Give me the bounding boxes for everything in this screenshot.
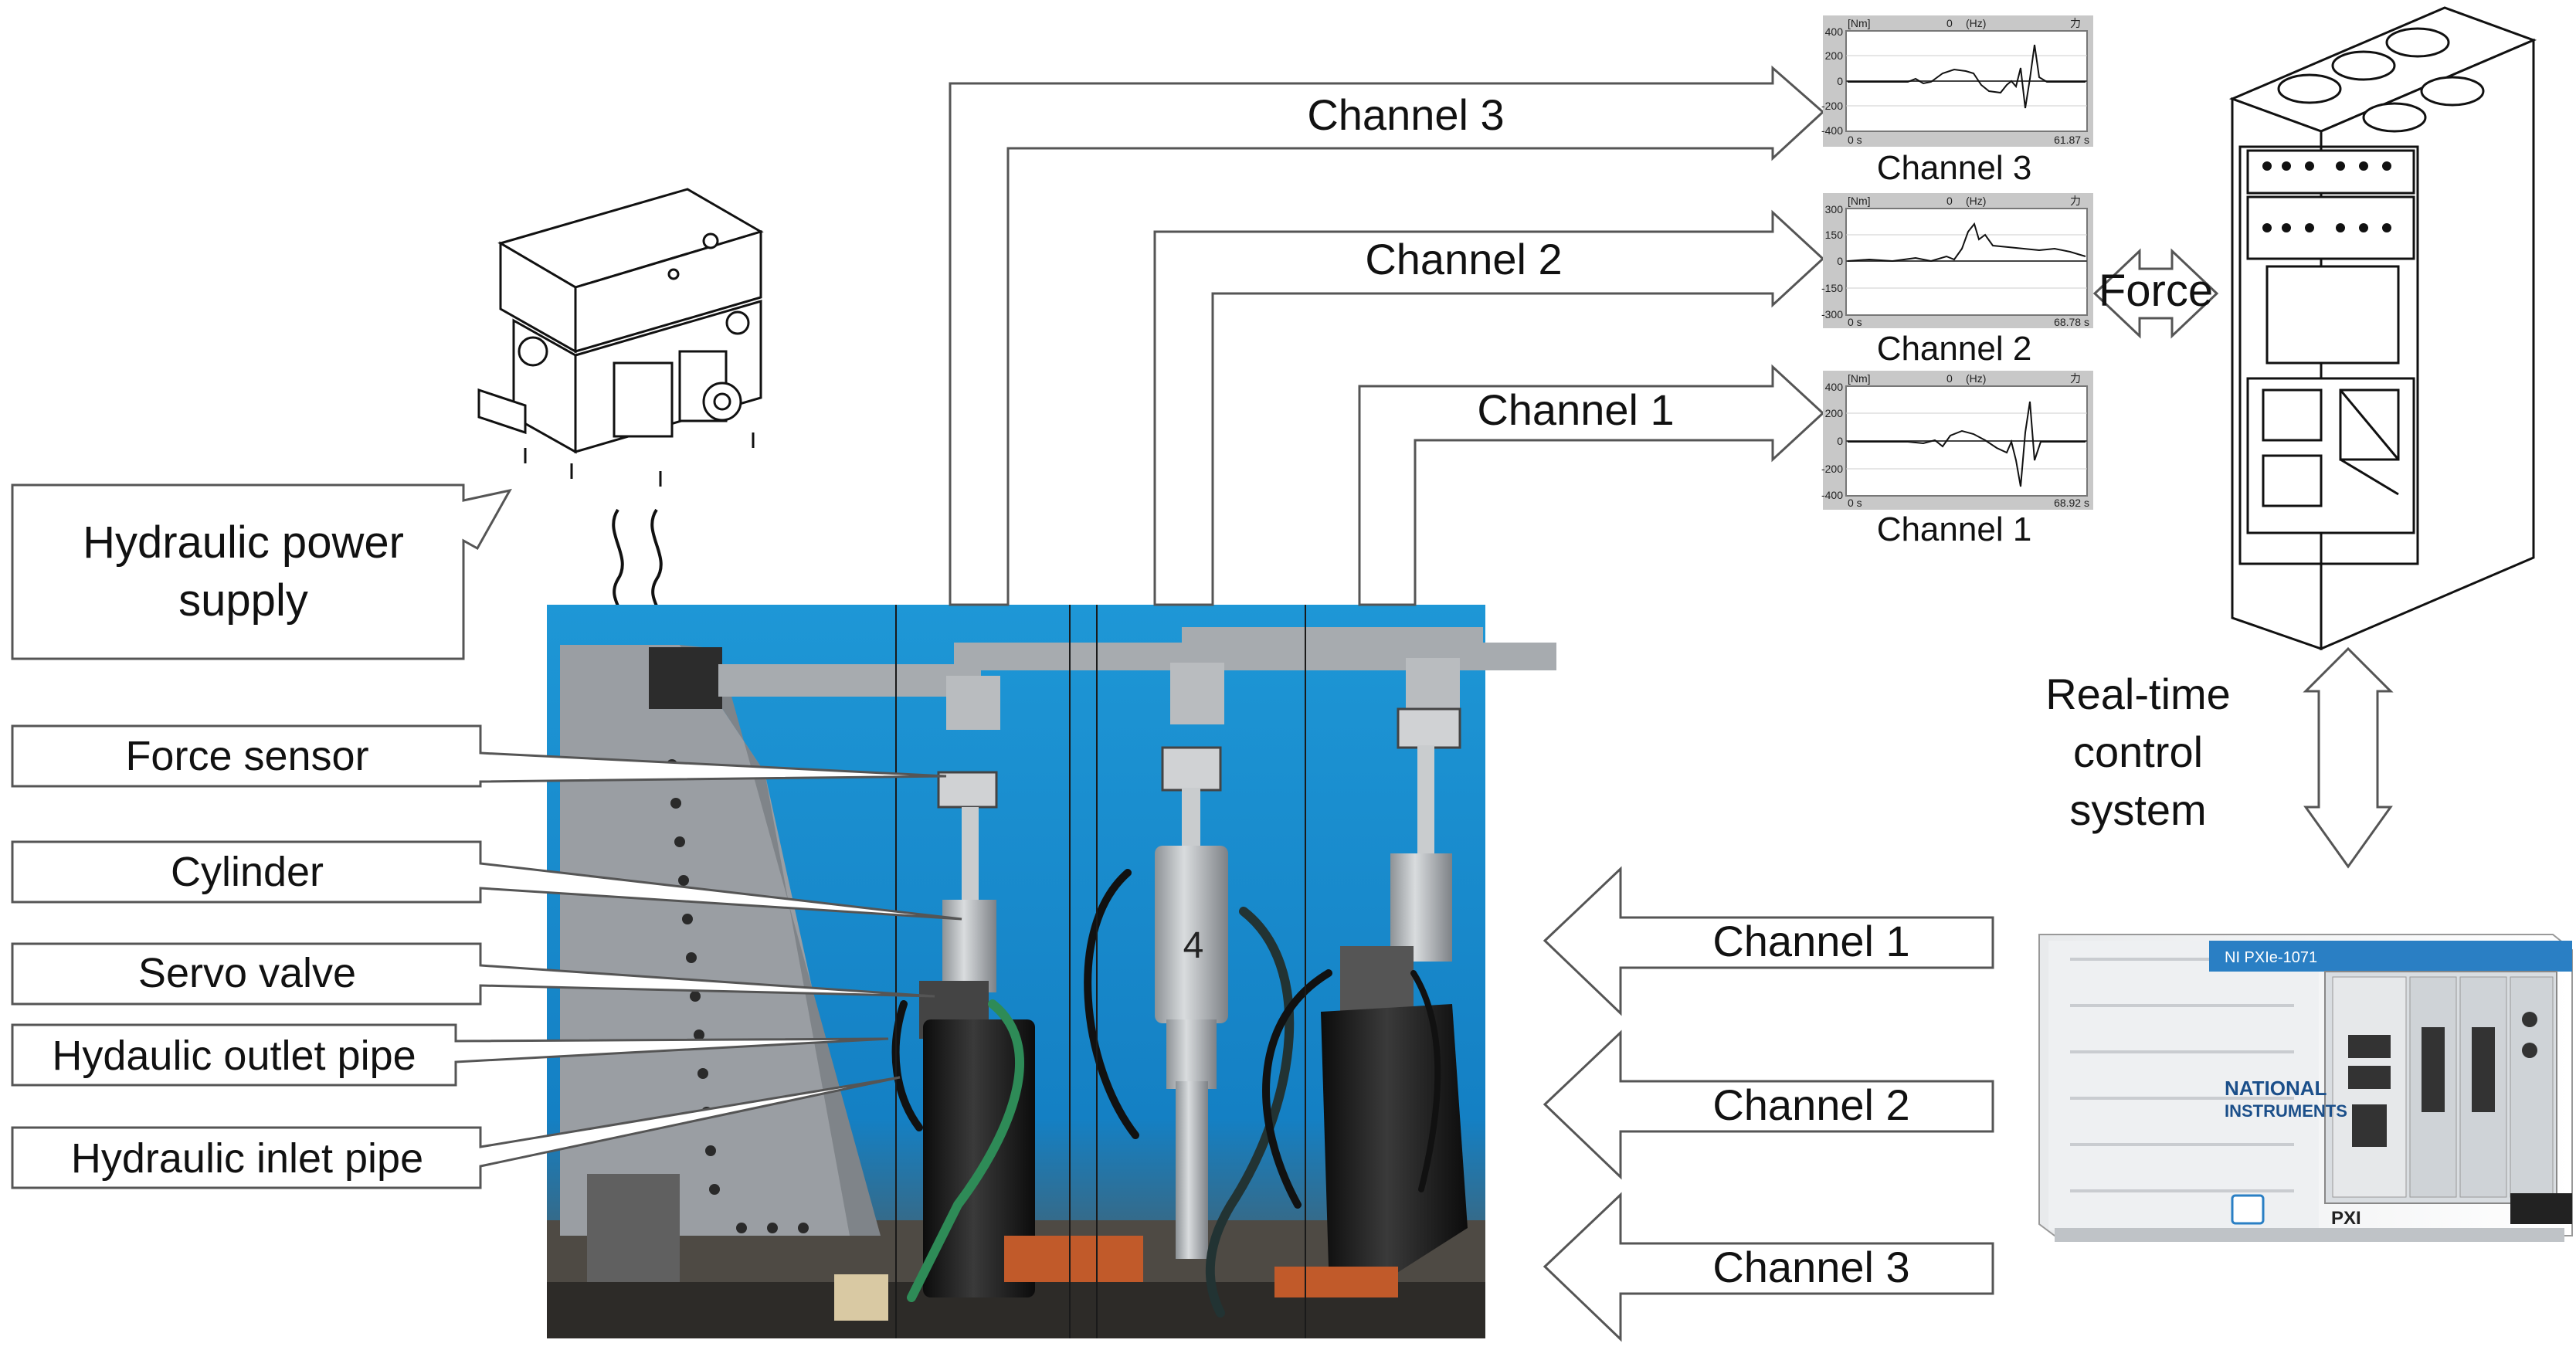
plot1-ytick: -200	[1821, 463, 1843, 475]
plot3-xend: 61.87 s	[2054, 134, 2089, 146]
cylinder-label: Cylinder	[171, 849, 324, 895]
plot2-ytick: 0	[1837, 255, 1843, 267]
plot1-xstart: 0 s	[1848, 497, 1862, 509]
waveform-plot-channel-1: [Nm] 0 (Hz) 力 400 200 0 -200 -400 0 s 68…	[1821, 371, 2093, 548]
pxi-brand-line1: NATIONAL	[2225, 1077, 2327, 1100]
realtime-label-line2: control	[2073, 728, 2203, 776]
plot1-hz-unit: (Hz)	[1966, 372, 1986, 385]
plot1-channel-mark: 力	[2070, 372, 2081, 385]
output-channel-3-label: Channel 3	[1307, 90, 1504, 139]
plot3-hz-unit: (Hz)	[1966, 17, 1986, 29]
plot3-xstart: 0 s	[1848, 134, 1862, 146]
plot3-channel-mark: 力	[2070, 17, 2081, 29]
pxi-model-label: NI PXIe-1071	[2225, 949, 2317, 966]
input-arrow-channel-1: Channel 1	[1543, 866, 1994, 1016]
hydraulic-power-unit-drawing	[477, 188, 764, 487]
callout-cylinder: Cylinder	[11, 840, 962, 921]
plot2-xend: 68.78 s	[2054, 316, 2089, 328]
input-channel-1-label: Channel 1	[1712, 917, 1909, 965]
waveform-plot-channel-3: [Nm] 0 (Hz) 力 400 200 0 -200 -400 0 s 61…	[1821, 15, 2093, 187]
plot2-trace	[1847, 222, 2086, 263]
realtime-control-double-arrow: Real-time control system	[2012, 646, 2394, 869]
callout-inlet-pipe: Hydraulic inlet pipe	[11, 1076, 901, 1189]
plot3-trace	[1848, 44, 2086, 109]
plot1-hz-value: 0	[1946, 372, 1953, 385]
plot3-ytick: 400	[1825, 25, 1844, 38]
plot2-hz-value: 0	[1946, 195, 1953, 207]
plot1-xend: 68.92 s	[2054, 497, 2089, 509]
plot1-ytick: -400	[1821, 489, 1843, 501]
realtime-label-line3: system	[2069, 785, 2206, 834]
plot2-ytick: -300	[1821, 308, 1843, 321]
plot2-ytick: -150	[1821, 282, 1843, 294]
test-rig-photo: 4	[547, 605, 1556, 1338]
output-arrow-channel-3: Channel 3	[949, 65, 1825, 606]
svg-text:4: 4	[1183, 925, 1204, 966]
plot3-caption: Channel 3	[1877, 149, 2032, 187]
hydraulic-power-label-line2: supply	[178, 575, 308, 626]
plot2-caption: Channel 2	[1877, 330, 2032, 368]
plot3-hz-value: 0	[1946, 17, 1953, 29]
callout-force-sensor: Force sensor	[11, 724, 947, 788]
control-cabinet-drawing	[2228, 6, 2537, 651]
plot2-ytick: 300	[1825, 203, 1844, 215]
input-channel-2-label: Channel 2	[1712, 1080, 1909, 1129]
pxi-badge: PXI	[2331, 1208, 2361, 1229]
waveform-plot-channel-2: [Nm] 0 (Hz) 力 300 150 0 -150 -300 0 s 68…	[1821, 193, 2093, 368]
realtime-label-line1: Real-time	[2045, 670, 2231, 718]
force-double-arrow: Force	[2092, 248, 2219, 339]
input-arrow-channel-3: Channel 3	[1543, 1192, 1994, 1342]
plot2-ytick: 150	[1825, 229, 1844, 241]
plot2-channel-mark: 力	[2070, 195, 2081, 207]
plot3-ytick: 200	[1825, 49, 1844, 62]
pxi-brand-line2: INSTRUMENTS	[2225, 1101, 2347, 1121]
plot1-ytick: 200	[1825, 407, 1844, 419]
output-channel-2-label: Channel 2	[1365, 235, 1562, 283]
plot2-xstart: 0 s	[1848, 316, 1862, 328]
plot1-ytick: 400	[1825, 381, 1844, 393]
callout-outlet-pipe: Hydaulic outlet pipe	[11, 1023, 889, 1087]
hydraulic-power-label-line1: Hydraulic power	[83, 517, 404, 568]
input-channel-3-label: Channel 3	[1712, 1243, 1909, 1291]
force-sensor-label: Force sensor	[125, 733, 368, 779]
output-arrow-channel-2: Channel 2	[1153, 209, 1825, 606]
outlet-pipe-label: Hydaulic outlet pipe	[52, 1033, 416, 1079]
plot1-trace	[1848, 401, 2086, 487]
plot2-unit: [Nm]	[1848, 195, 1871, 207]
output-channel-1-label: Channel 1	[1477, 385, 1674, 434]
plot3-ytick: 0	[1837, 75, 1843, 87]
plot1-caption: Channel 1	[1877, 510, 2032, 548]
inlet-pipe-label: Hydraulic inlet pipe	[71, 1135, 423, 1182]
plot3-ytick: -200	[1821, 100, 1843, 112]
plot3-unit: [Nm]	[1848, 17, 1871, 29]
ni-pxi-chassis: NI PXIe-1071 NATIONAL INSTRUMENTS PXI	[2038, 934, 2573, 1242]
input-arrow-channel-2: Channel 2	[1543, 1029, 1994, 1180]
plot3-ytick: -400	[1821, 124, 1843, 137]
force-label: Force	[2099, 266, 2213, 316]
callout-servo-valve: Servo valve	[11, 942, 935, 1006]
plot1-ytick: 0	[1837, 435, 1843, 447]
callout-hydraulic-power-supply: Hydraulic power supply	[11, 483, 512, 660]
plot2-hz-unit: (Hz)	[1966, 195, 1986, 207]
output-arrow-channel-1: Channel 1	[1358, 364, 1825, 606]
plot1-unit: [Nm]	[1848, 372, 1871, 385]
servo-valve-label: Servo valve	[138, 950, 356, 996]
